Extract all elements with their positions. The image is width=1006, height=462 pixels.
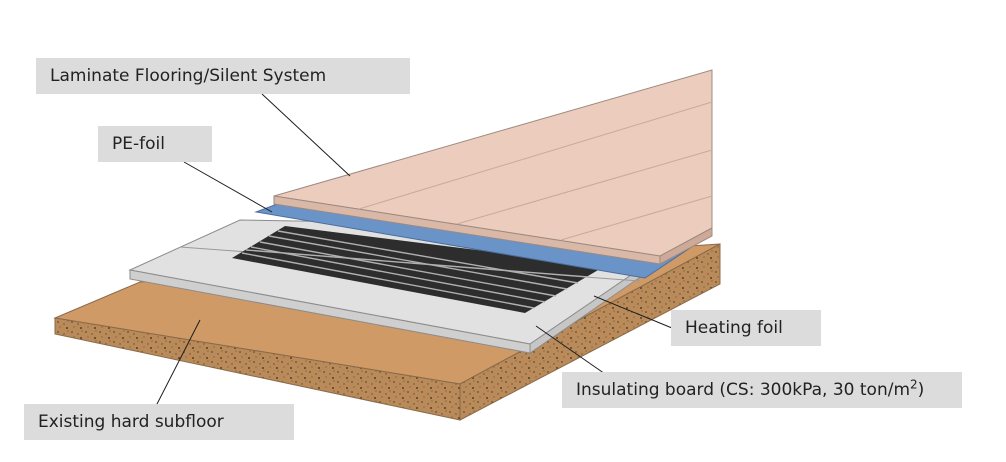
leader-line-heating-foil: [593, 295, 673, 329]
insulating-board-label: Insulating board (CS: 300kPa, 30 ton/m2): [562, 372, 962, 408]
laminate-label: Laminate Flooring/Silent System: [36, 58, 410, 94]
leader-line-laminate: [261, 93, 351, 177]
subfloor-label: Existing hard subfloor: [24, 404, 294, 440]
laminate-layer: [273, 69, 713, 265]
insulating-board-label-suffix: ): [917, 380, 925, 400]
subfloor-label-text: Existing hard subfloor: [38, 412, 224, 432]
laminate-label-text: Laminate Flooring/Silent System: [50, 66, 327, 86]
heating-foil-label-text: Heating foil: [685, 318, 783, 338]
pe-foil-label-text: PE-foil: [112, 134, 165, 154]
leader-line-subfloor: [155, 319, 201, 407]
leader-line-pe-foil: [183, 161, 273, 213]
insulating-board-label-text: Insulating board (CS: 300kPa, 30 ton/m: [576, 380, 911, 400]
pe-foil-label: PE-foil: [98, 126, 212, 162]
leader-line-insulating-board: [535, 325, 609, 377]
heating-foil-label: Heating foil: [671, 310, 821, 346]
insulating-board-label-exponent: 2: [910, 377, 918, 392]
heating-foil-layer: [232, 226, 605, 313]
leader-lines: [155, 93, 673, 407]
